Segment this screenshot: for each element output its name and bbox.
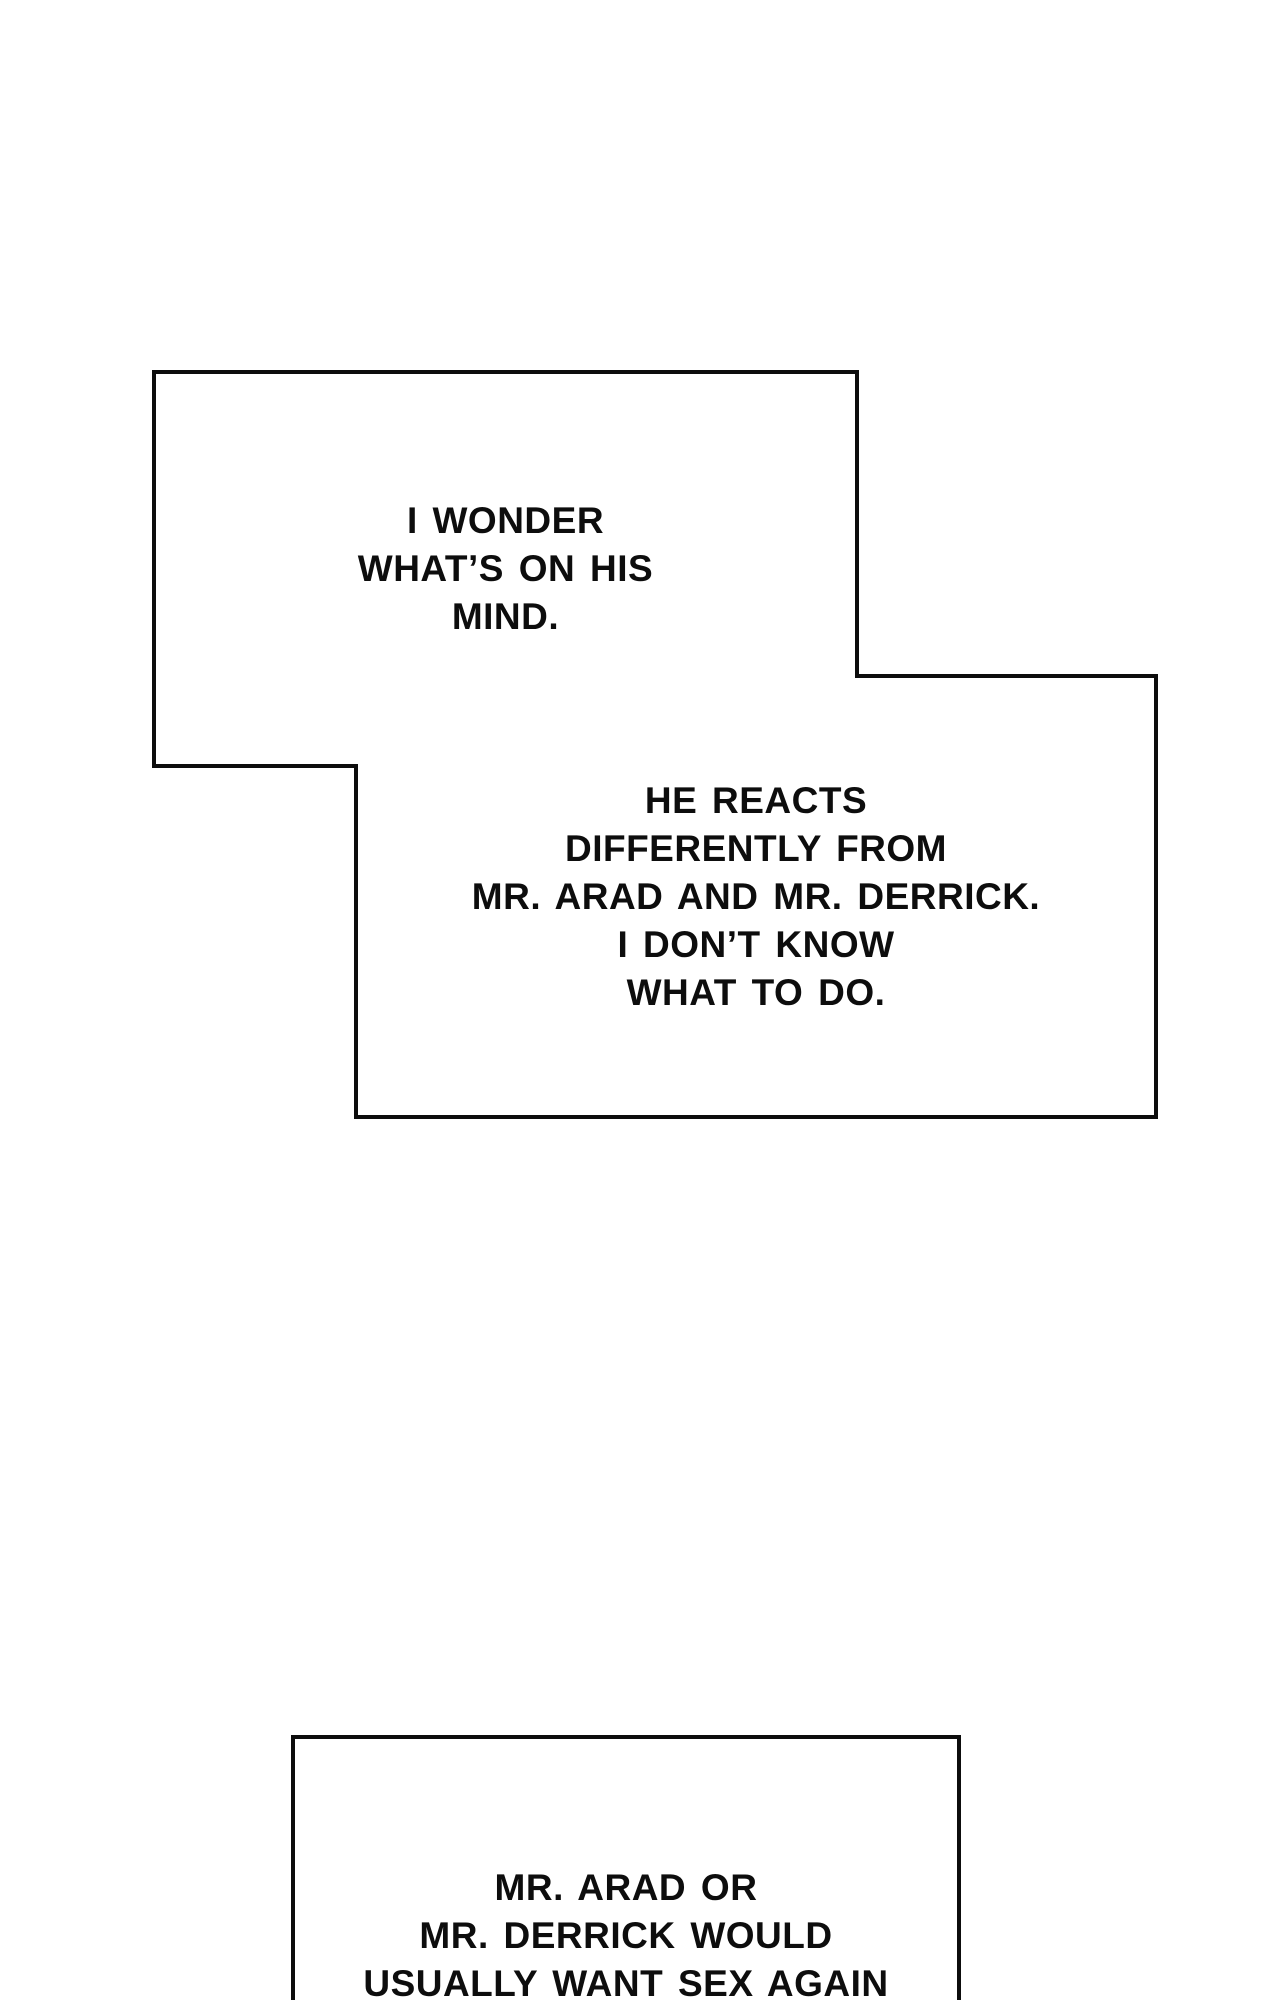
narration-box-1-text: I WONDER WHAT’S ON HIS MIND. <box>154 372 857 766</box>
panel-outline-bottom <box>291 1735 961 2000</box>
speech-line: MR. ARAD OR <box>494 1867 758 1908</box>
speech-line: I WONDER <box>406 500 605 541</box>
narration-box-3-text: MR. ARAD OR MR. DERRICK WOULD USUALLY WA… <box>293 1864 959 2008</box>
speech-line: HE REACTS <box>644 779 868 821</box>
speech-line: MR. ARAD AND MR. DERRICK. <box>471 875 1041 917</box>
speech-line: MIND. <box>451 596 560 637</box>
speech-line: WHAT TO DO. <box>626 971 886 1013</box>
speech-line: MR. DERRICK WOULD <box>419 1915 833 1956</box>
speech-line: DIFFERENTLY FROM <box>564 827 948 869</box>
speech-line: USUALLY WANT SEX AGAIN <box>363 1963 889 2004</box>
speech-line: WHAT’S ON HIS <box>357 548 654 589</box>
panel-outline-top-group <box>152 370 1158 1119</box>
narration-box-2-text: HE REACTS DIFFERENTLY FROM MR. ARAD AND … <box>356 676 1156 1117</box>
speech-line: I DON’T KNOW <box>617 923 895 965</box>
